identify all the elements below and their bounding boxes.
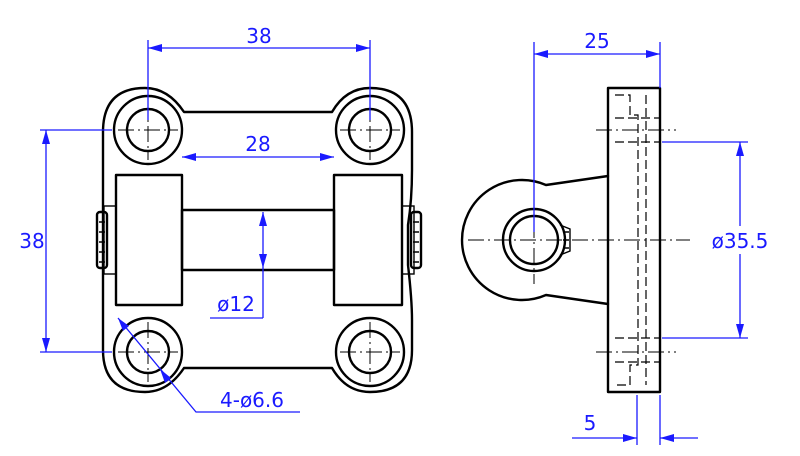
right-roller-block [332, 173, 404, 307]
clevis-arm [460, 174, 610, 306]
pin-shaft [180, 208, 336, 272]
right-end-cap [401, 205, 423, 275]
dim-top-hole-spacing: 38 [147, 24, 371, 120]
dim-pin-diameter: ø12 [210, 212, 267, 319]
dim-side-thickness-label: 25 [584, 29, 609, 53]
dim-flange-thickness: 5 [572, 395, 698, 445]
dim-vertical-hole-spacing: 38 [19, 129, 112, 353]
side-view: 25 ø35.5 5 [460, 29, 780, 445]
dim-side-thickness: 25 [533, 29, 661, 232]
dim-roller-gap: 28 [182, 132, 334, 161]
dim-hole-callout: 4-ø6.6 [117, 317, 300, 413]
front-view: 38 28 38 ø12 4-ø6.6 [19, 24, 423, 413]
dim-top-hole-spacing-label: 38 [246, 24, 271, 48]
dim-flange-diameter-label: ø35.5 [712, 229, 769, 253]
left-end-cap [95, 205, 117, 275]
dim-flange-diameter: ø35.5 [662, 141, 780, 339]
dim-pin-diameter-label: ø12 [217, 292, 255, 316]
dim-roller-gap-label: 28 [245, 132, 270, 156]
dim-vertical-hole-spacing-label: 38 [19, 229, 44, 253]
left-roller-block [114, 173, 184, 307]
dim-hole-callout-label: 4-ø6.6 [220, 388, 284, 412]
dim-flange-thickness-label: 5 [584, 411, 597, 435]
side-view-center-lines [468, 129, 690, 353]
base-plate-outline [101, 86, 414, 394]
